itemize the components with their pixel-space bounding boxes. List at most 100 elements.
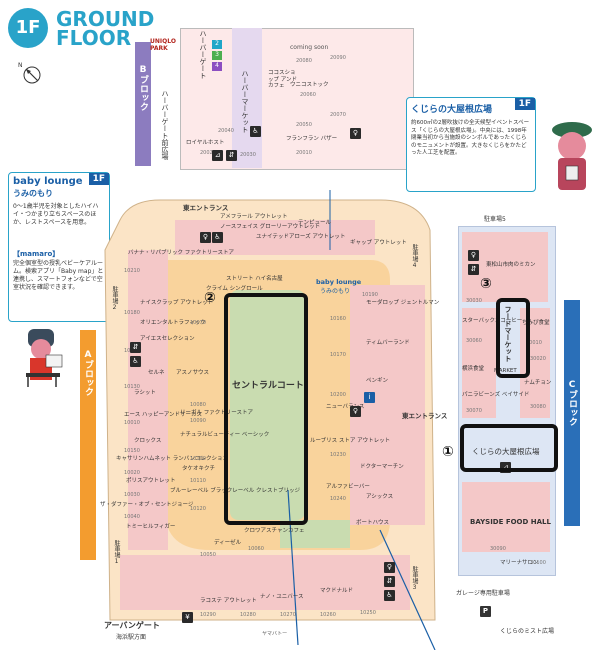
restroom-icon: ♀: [350, 128, 361, 139]
store-unico: ウニコストック: [290, 82, 329, 88]
store-label: セルネ: [148, 370, 165, 376]
store-label: ユナイテッドアローズ アウトレット: [256, 234, 346, 240]
kujira-plaza-label: くじらの大屋根広場: [472, 447, 540, 456]
floor-link-3[interactable]: 3: [212, 51, 222, 60]
restroom-icon: ♀: [384, 562, 395, 573]
store-number: 10190: [362, 292, 378, 298]
store-label: ルーブリス ストア アウトレット: [310, 438, 391, 444]
store-label: ノースフェイス グローリーアウトレット: [220, 224, 321, 230]
store-number: 30090: [490, 546, 506, 552]
urban-gate-label: アーバンゲート: [104, 621, 160, 630]
store-number: 10030: [124, 492, 140, 498]
floor-badge: 1F: [8, 8, 48, 48]
store-label: スターバックスコーヒー: [462, 318, 523, 324]
elevator-icon: ⇵: [468, 264, 479, 275]
b-num-20090: 20090: [330, 55, 346, 61]
store-number: 10070: [190, 320, 206, 326]
b-num-20010: 20010: [296, 150, 312, 156]
compass-icon: [23, 66, 41, 84]
central-court-label: セントラルコート: [232, 381, 304, 391]
store-label: マクドナルド: [320, 588, 354, 594]
b-num-20020: 20020: [200, 150, 216, 156]
c-block-right-stores: [520, 308, 550, 418]
baby-lounge-title-jp: うみのもり: [13, 189, 53, 198]
marker-2: ②: [204, 290, 216, 306]
restroom-icon: ♀: [200, 232, 211, 243]
kujira-desc: 約600㎡の2層吹抜けの全天候型イベントスペース「くじらの大屋根広場」。中央には…: [411, 120, 530, 156]
c-block-mid-stores: [462, 308, 496, 418]
b-block-bar: [135, 42, 151, 166]
floor-link-2[interactable]: 2: [212, 40, 222, 49]
store-label: ペンギン: [366, 378, 389, 384]
coming-soon-label: coming soon: [290, 44, 329, 51]
store-label: ストリート ハイ名古屋: [226, 276, 283, 282]
floor-link-4[interactable]: 4: [212, 62, 222, 71]
a-block-bar: [80, 330, 96, 560]
store-label: モーダロップ ジェントルマン: [366, 300, 440, 306]
store-number: 10020: [124, 470, 140, 476]
store-label: リーガル ファクトリーストア: [180, 410, 253, 416]
marker-1: ①: [442, 444, 454, 460]
store-number: 30060: [466, 338, 482, 344]
store-number: 30030: [466, 298, 482, 304]
store-cocos: ココスショップ アンドカフェ: [268, 70, 298, 89]
baby-lounge-badge: 1F: [88, 173, 109, 185]
elevator-icon: ⇵: [226, 150, 237, 161]
parking-2-label: 駐車場2: [111, 286, 118, 311]
store-label: MARKET: [494, 368, 517, 374]
store-number: 10180: [124, 310, 140, 316]
store-number: 10240: [330, 496, 346, 502]
east-entrance-mid-label: 東エントランス: [402, 412, 448, 420]
store-label: ボートハウス: [356, 520, 390, 526]
baby-lounge-desc: 0～1歳半児を対象としたハイハイ・つかまり立ちスペースのほか、レストスペースを用…: [13, 203, 99, 226]
mamaro-title: 【mamaro】: [13, 250, 60, 258]
store-label: アメフラール アウトレット: [220, 214, 288, 220]
b-num-20080: 20080: [296, 58, 312, 64]
parking-5-label: 駐車場5: [484, 216, 506, 223]
store-label: ナイスクラップ アウトレット: [140, 300, 214, 306]
store-label: ティムバーランド: [366, 340, 410, 346]
store-label: アイエスセレクション: [140, 336, 195, 342]
store-label: ナノ・ユニバース: [260, 594, 304, 600]
restroom-icon: ♀: [350, 406, 361, 417]
store-number: 10060: [248, 546, 264, 552]
store-label: テンピュール: [298, 220, 332, 226]
store-label: アスノサウス: [176, 370, 210, 376]
store-label: オリエンタルトラフィック: [140, 320, 206, 326]
store-label: ディーゼル: [214, 540, 242, 546]
store-label: 横浜食堂: [462, 366, 485, 372]
compass-n-label: N: [18, 62, 23, 69]
stairs-icon: ⊿: [500, 462, 511, 473]
elevator-icon: ⇵: [384, 576, 395, 587]
store-number: 10100: [190, 456, 206, 462]
yamabato-label: ヤマバトー: [262, 631, 288, 637]
parking-4-label: 駐車場4: [411, 244, 418, 269]
wheelchair-icon: ♿: [384, 590, 395, 601]
c-block-label: Cブロック: [567, 380, 577, 426]
callout-kujira-plaza: [460, 424, 558, 472]
store-label: ギャップ アウトレット: [350, 240, 407, 246]
b-num-20030: 20030: [240, 152, 256, 158]
restroom-icon: ♀: [468, 250, 479, 261]
harbor-gate-plaza-label: ハーバーゲート前広場: [161, 90, 169, 160]
beret-character-illustration: [552, 122, 592, 190]
elevator-icon: ⇵: [130, 342, 141, 353]
store-label: クライム シングロール: [206, 286, 263, 292]
store-number: 10170: [330, 352, 346, 358]
store-number: 10110: [190, 478, 206, 484]
store-number: 10080: [190, 402, 206, 408]
floor-title: GROUND FLOOR: [56, 9, 154, 48]
store-number: 10090: [190, 418, 206, 424]
store-label: パニラビーンズ べイサイド: [462, 392, 530, 398]
mamaro-desc: 完全個室型の授乳ベビーケアルーム。検索アプリ「Baby map」と連携し、スマー…: [13, 260, 104, 291]
store-number: 10200: [330, 392, 346, 398]
wheelchair-icon: ♿: [212, 232, 223, 243]
store-number: 10160: [330, 316, 346, 322]
store-label: キャサリンハムネット ランバンコレクション: [116, 456, 229, 462]
harbor-gate-label: ハーバーゲート: [199, 30, 207, 79]
store-number: 10270: [280, 612, 296, 618]
bayside-food-hall-area: [462, 482, 550, 552]
harbor-market-label: ハーバーマーケット: [241, 70, 249, 133]
store-label: アシックス: [366, 494, 394, 500]
store-label: ポリスアウトレット: [126, 478, 176, 484]
